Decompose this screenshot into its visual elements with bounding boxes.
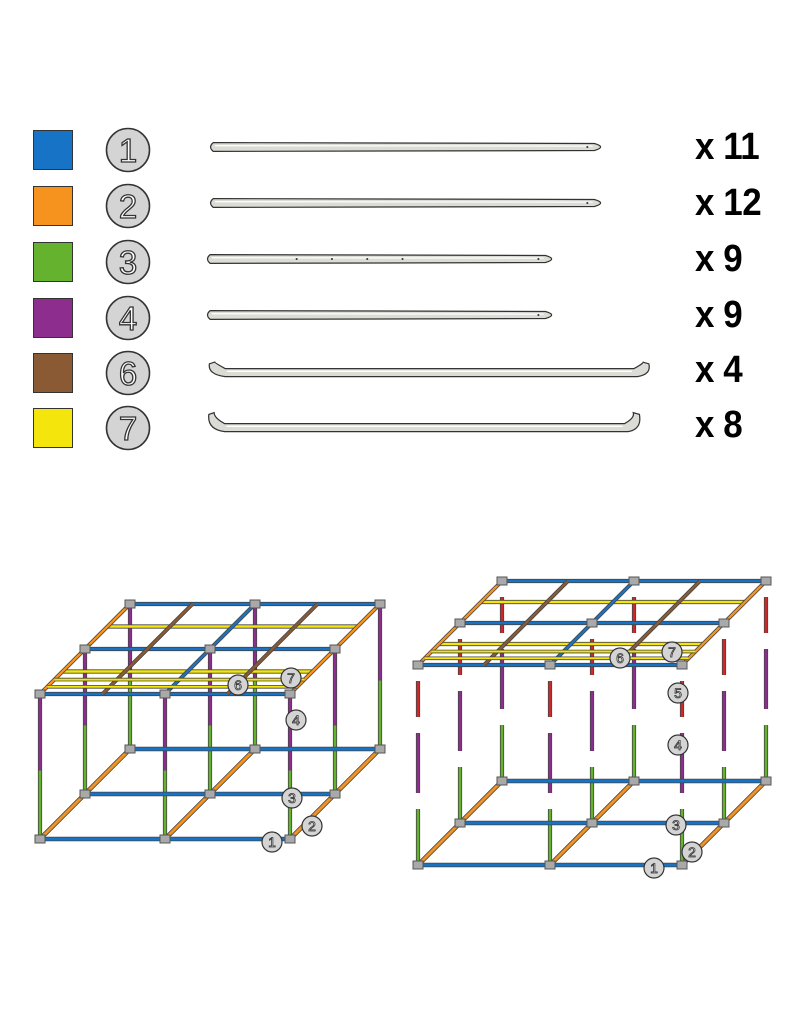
- color-swatch: [33, 353, 73, 393]
- color-swatch: [33, 130, 73, 170]
- part-number: 1: [119, 132, 137, 169]
- pole-illustration: [209, 141, 602, 153]
- frame-right: 6 7 5 4 3 1 2: [412, 576, 772, 879]
- quantity-label: x 9: [695, 294, 743, 336]
- pole-illustration: [206, 253, 553, 265]
- pole-illustration: [208, 411, 641, 433]
- part-number-badge: 6: [105, 350, 151, 396]
- quantity-label: x 12: [695, 182, 762, 224]
- pole-illustration: [206, 309, 553, 321]
- part-row: 2 x 12: [0, 178, 800, 234]
- color-swatch: [33, 242, 73, 282]
- part-row: 6 x 4: [0, 345, 800, 401]
- part-row: 3 x 9: [0, 234, 800, 290]
- callout-label: 2: [308, 818, 316, 834]
- color-swatch: [33, 298, 73, 338]
- quantity-label: x 8: [695, 404, 743, 446]
- callout-label: 5: [674, 685, 682, 701]
- part-row: 7 x 8: [0, 400, 800, 456]
- assembly-diagrams: 6 7 4 3 1 2 6 7 5 4 3 1 2: [34, 576, 772, 879]
- part-number-badge: 1: [105, 127, 151, 173]
- part-number: 3: [119, 244, 137, 281]
- part-number: 7: [119, 410, 137, 447]
- part-row: 4 x 9: [0, 290, 800, 346]
- callout-label: 1: [268, 834, 276, 850]
- part-number: 2: [119, 188, 137, 225]
- color-swatch: [33, 408, 73, 448]
- pole-illustration: [208, 361, 650, 378]
- part-number-badge: 7: [105, 405, 151, 451]
- callout-label: 3: [288, 790, 296, 806]
- part-number: 6: [119, 355, 137, 392]
- quantity-label: x 9: [695, 238, 743, 280]
- callout-label: 4: [674, 737, 682, 753]
- callout-label: 4: [292, 712, 300, 728]
- quantity-label: x 11: [695, 126, 760, 168]
- quantity-label: x 4: [695, 349, 743, 391]
- part-number: 4: [119, 300, 137, 337]
- color-swatch: [33, 186, 73, 226]
- part-row: 1 x 11: [0, 122, 800, 178]
- parts-legend: 1 x 11 2 x 12 3 x 9 4 x 9 6 x 4 7 x 8: [0, 0, 800, 470]
- pole-illustration: [209, 197, 602, 209]
- part-number-badge: 2: [105, 183, 151, 229]
- callout-label: 6: [234, 677, 242, 693]
- callout-label: 7: [668, 644, 676, 660]
- callout-label: 7: [287, 670, 295, 686]
- callout-label: 3: [672, 817, 680, 833]
- callout-label: 6: [616, 650, 624, 666]
- part-number-badge: 4: [105, 295, 151, 341]
- callout-label: 1: [650, 860, 658, 876]
- frame-left: 6 7 4 3 1 2: [34, 599, 386, 853]
- part-number-badge: 3: [105, 239, 151, 285]
- callout-label: 2: [688, 844, 696, 860]
